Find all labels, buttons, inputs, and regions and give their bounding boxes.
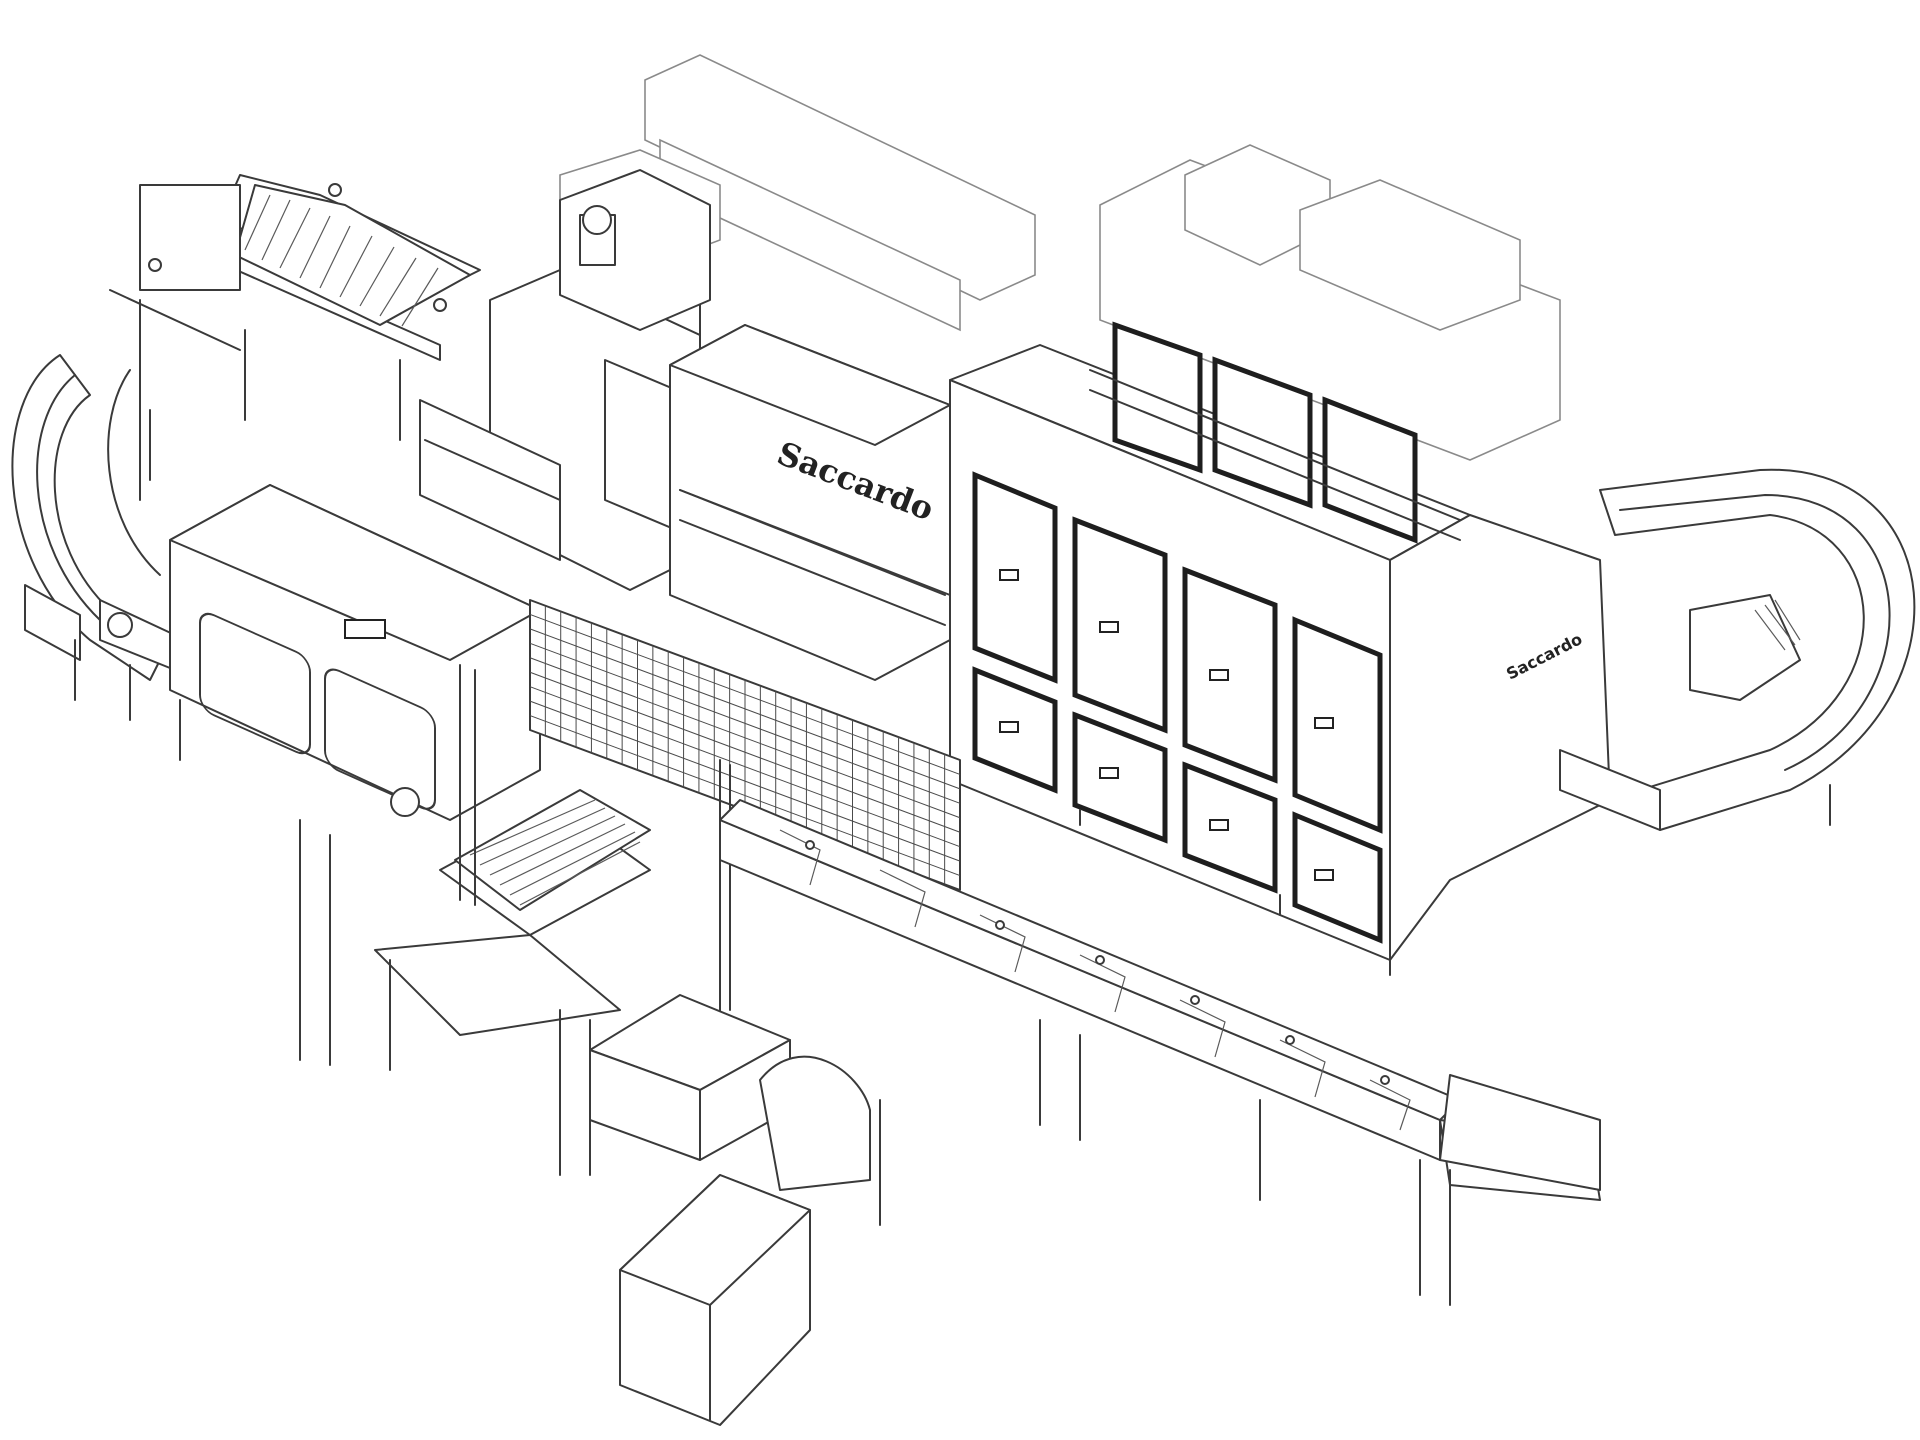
mesh-horizontal-wire [529,657,961,819]
right-curved-conveyor [1559,468,1916,831]
mesh-horizontal-wire [529,613,961,775]
left-curved-conveyor [11,354,176,721]
front-slat-conveyor [374,664,731,1176]
mesh-horizontal-wire [529,642,961,804]
mesh-horizontal-wire [529,686,961,848]
fasteners [805,840,1390,1085]
upper-left-slat-conveyor [109,174,481,501]
oven-cabinet: Saccardo [949,321,1611,976]
chute-cart [589,994,881,1226]
mesh-horizontal-wire [529,700,961,862]
mesh-horizontal-wire [529,628,961,790]
motor-tower [419,169,711,591]
discharge-conveyor [719,799,1601,1306]
mesh-horizontal-wire [529,715,961,877]
collection-bin [619,1174,811,1426]
mesh-guard [529,599,961,891]
mesh-horizontal-wire [529,671,961,833]
